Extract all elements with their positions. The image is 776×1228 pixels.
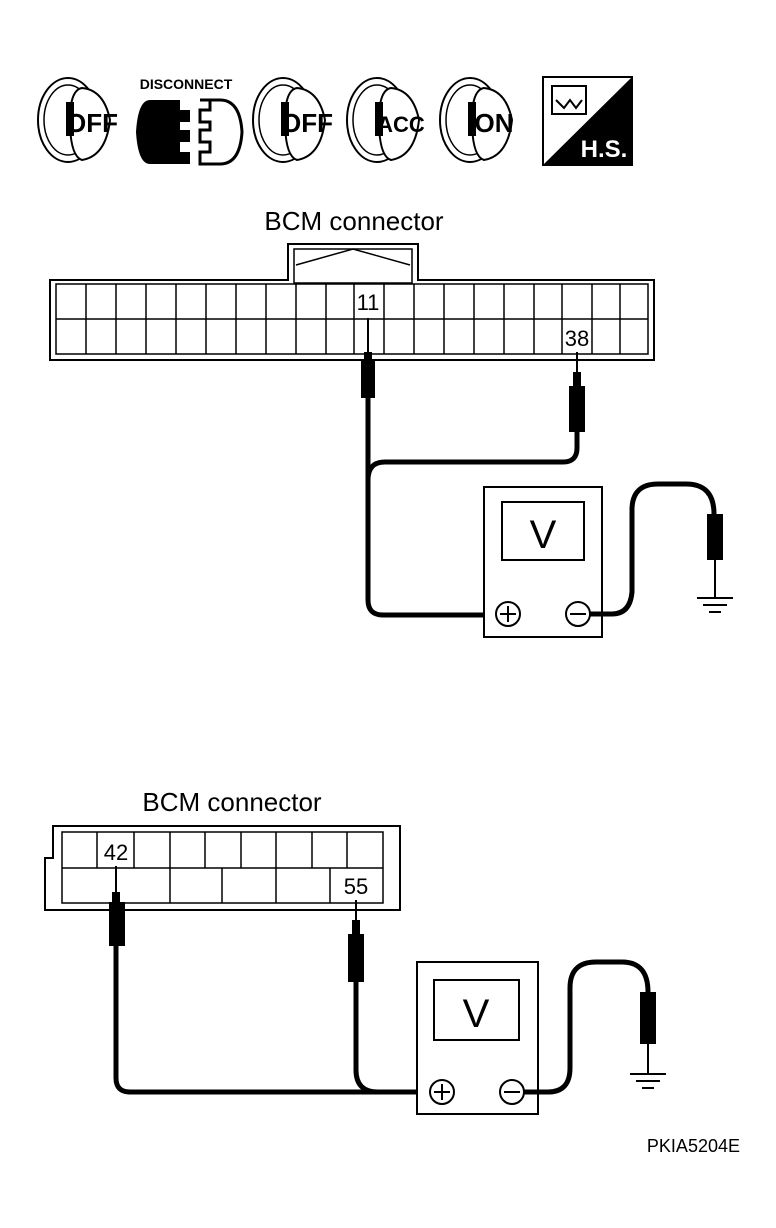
voltmeter: V [483, 486, 603, 638]
pin-42-label: 42 [104, 840, 128, 865]
ignition-on-icon: ON [439, 77, 514, 163]
voltmeter-label: V [530, 513, 557, 557]
ground-probe [707, 514, 723, 560]
probe-pin-55 [348, 900, 364, 982]
figure-id: PKIA5204E [647, 1136, 740, 1156]
voltmeter-label: V [463, 992, 490, 1036]
probe-pin-11 [361, 318, 375, 398]
bcm-connector-diagram-1: BCM connector [49, 206, 733, 638]
pin-11-label: 11 [357, 290, 380, 315]
ground-icon [630, 1073, 666, 1089]
pin-55-label: 55 [344, 874, 368, 899]
pin-38-label: 38 [565, 326, 589, 351]
connector-title: BCM connector [264, 206, 444, 236]
on-label: ON [475, 108, 514, 138]
ignition-off-icon: OFF [37, 77, 118, 163]
wire-positive [113, 946, 424, 1095]
ground-icon [697, 597, 733, 613]
ground-probe [640, 992, 656, 1044]
hs-label: H.S. [581, 136, 628, 163]
off-label: OFF [66, 108, 118, 138]
voltmeter: V [416, 961, 539, 1115]
disconnect-label: DISCONNECT [140, 76, 233, 92]
ignition-acc-icon: ACC [346, 77, 425, 163]
wire-pin-55 [353, 982, 379, 1095]
wire-pin-38 [365, 432, 580, 481]
off-label: OFF [281, 108, 333, 138]
connector-title: BCM connector [142, 787, 322, 817]
wire-ground [524, 959, 651, 1095]
disconnect-connector-icon: DISCONNECT [136, 76, 244, 166]
probe-pin-42 [109, 866, 125, 946]
probe-pin-38 [569, 352, 585, 432]
wire-ground [590, 481, 717, 617]
acc-label: ACC [377, 112, 425, 137]
harness-side-icon: H.S. [542, 76, 633, 166]
wire-positive [365, 398, 492, 618]
ignition-off-icon: OFF [252, 77, 333, 163]
bcm-connector-diagram-2: BCM connector 42 55 [44, 787, 666, 1115]
